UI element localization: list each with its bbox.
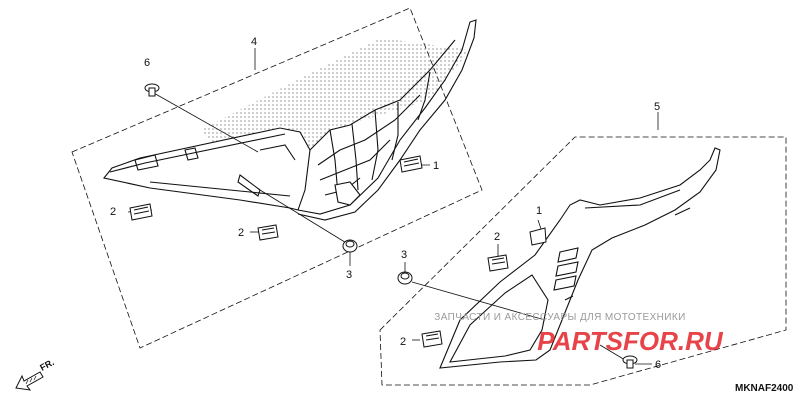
callout-2-right-b: 2 [400,336,406,348]
callout-6-right: 6 [655,359,661,371]
left-side-cover [103,19,477,221]
pad-part-2-right-b [421,330,443,348]
pad-part-2-left-b [257,224,279,241]
screw-part-6-left [144,83,160,97]
diagram-code: MKNAF2400 [735,383,794,394]
watermark-tagline: ЗАПЧАСТИ И АКСЕССУАРЫ ДЛЯ МОТОТЕХНИКИ [434,312,685,323]
pad-part-2-right-a [487,254,509,272]
callout-5: 5 [654,101,660,113]
callout-3-right: 3 [401,249,407,261]
callout-1-left: 1 [433,160,439,172]
clip-part-1-right [529,227,547,246]
clip-part-1-left [399,155,423,173]
frame-part-5 [379,136,787,386]
arrow-hatch-icon [25,375,37,385]
callout-6-left: 6 [144,57,150,69]
frame-part-4 [71,7,483,349]
callout-2-right-a: 2 [494,231,500,243]
callout-2-left-b: 2 [238,227,244,239]
callout-4: 4 [251,36,257,48]
front-direction-arrow: FR. [15,357,56,391]
pad-part-2-left-a [129,203,153,221]
direction-label: FR. [38,357,55,373]
grommet-part-3-right [397,271,413,285]
grommet-part-3-left [342,239,358,253]
screw-part-6-right [622,355,638,369]
watermark-brand: PARTSFOR.RU [537,326,724,356]
callout-1-right: 1 [536,205,542,217]
callout-3-left: 3 [346,269,352,281]
right-side-cover [439,147,721,369]
callout-2-left-a: 2 [110,206,116,218]
